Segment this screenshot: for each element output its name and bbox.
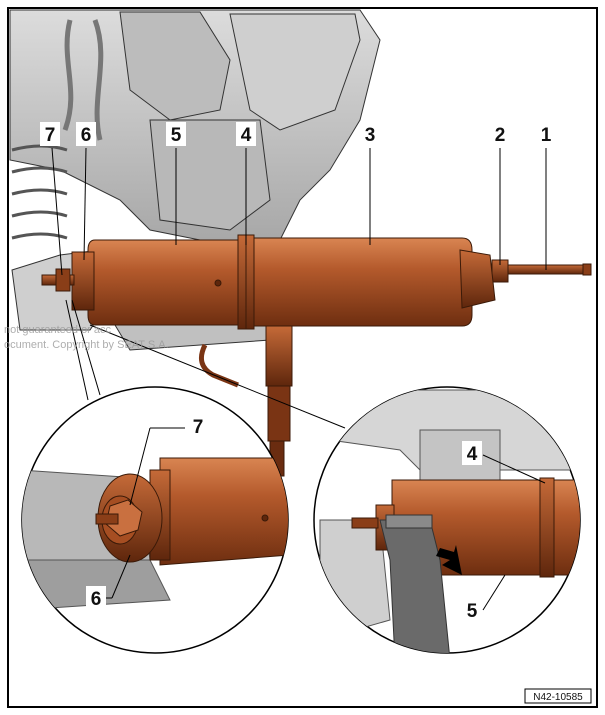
coil-spring bbox=[11, 144, 68, 240]
figure-reference-label: N42-10585 bbox=[533, 692, 583, 703]
detail-callout-7: 7 bbox=[193, 417, 204, 438]
svg-text:not guaranteed or acc: not guaranteed or acc bbox=[4, 324, 112, 336]
puller-tool bbox=[41, 234, 592, 477]
svg-text:ocument. Copyright by SEAT S.A: ocument. Copyright by SEAT S.A. bbox=[4, 339, 169, 351]
callout-1: 1 bbox=[541, 125, 552, 146]
callout-2: 2 bbox=[495, 125, 506, 146]
vehicle-chassis bbox=[9, 9, 381, 351]
watermark: not guaranteed or acc ocument. Copyright… bbox=[4, 324, 169, 351]
detail-view-right bbox=[313, 386, 581, 654]
callout-labels: 1 2 3 4 5 6 7 7 6 4 5 bbox=[40, 122, 556, 622]
callout-7: 7 bbox=[45, 125, 56, 146]
figure-reference: N42-10585 bbox=[524, 688, 592, 704]
detail-callout-4: 4 bbox=[467, 444, 478, 465]
leader-lines bbox=[51, 147, 547, 429]
arrow-icon bbox=[436, 545, 462, 575]
detail-callout-6: 6 bbox=[91, 589, 102, 610]
callout-3: 3 bbox=[365, 125, 376, 146]
callout-5: 5 bbox=[171, 125, 182, 146]
detail-callout-5: 5 bbox=[467, 601, 478, 622]
callout-4: 4 bbox=[241, 125, 252, 146]
hoses bbox=[62, 19, 104, 141]
detail-view-left bbox=[21, 386, 289, 654]
callout-6: 6 bbox=[81, 125, 92, 146]
